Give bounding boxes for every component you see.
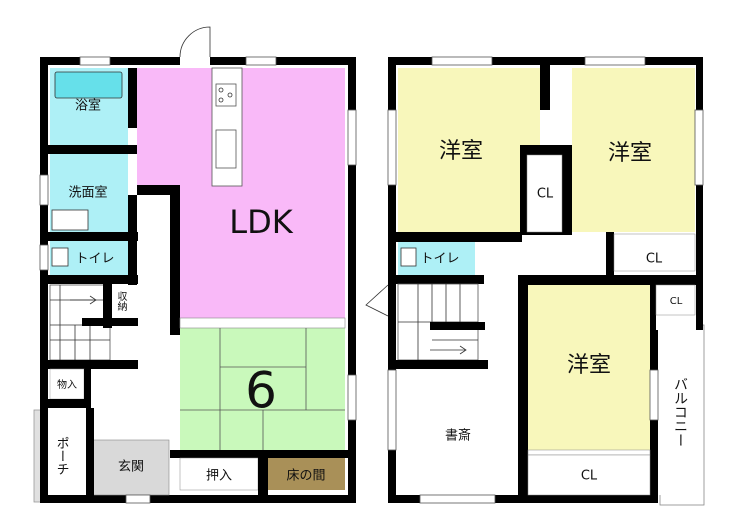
closet-a <box>526 154 563 233</box>
window <box>419 494 496 504</box>
study <box>398 370 518 495</box>
toilet-icon <box>400 247 417 267</box>
western-room-c <box>528 285 650 450</box>
ldk-room <box>137 68 345 318</box>
closet-label-c: CL <box>581 469 598 484</box>
window <box>584 56 646 66</box>
kitchen-counter <box>211 67 243 187</box>
tatami-room <box>179 317 346 450</box>
room-label-western-b: 洋室 <box>608 141 652 166</box>
room-label-balcony: バルコニー <box>672 377 688 447</box>
floor-1: 浴室 洗面室 トイレ 収納 LDK 6 物入 ポーチ 玄関 押入 床の間 <box>33 26 357 504</box>
arrow-icon <box>70 295 97 305</box>
room-label-bath: 浴室 <box>75 98 101 114</box>
room-label-entrance: 玄関 <box>118 460 144 475</box>
window <box>245 56 277 66</box>
sink-icon <box>51 209 89 231</box>
door-swing-icon <box>179 26 211 58</box>
arrow-icon <box>430 345 467 355</box>
closet-label-a: CL <box>537 187 554 202</box>
bathtub-icon <box>54 71 123 99</box>
sink-icon <box>215 129 237 169</box>
closet-d <box>655 284 696 316</box>
room-label-toilet: トイレ <box>75 252 114 267</box>
door[interactable] <box>180 57 210 65</box>
room-label-oshiire: 押入 <box>206 469 232 484</box>
stove-icon <box>215 83 237 107</box>
storage <box>112 285 130 318</box>
entrance <box>92 439 170 496</box>
door-swing-icon <box>365 284 389 317</box>
floor-2: 洋室 洋室 洋室 CL CL CL CL トイレ 書斎 バルコニー <box>365 56 705 506</box>
room-label-western-a: 洋室 <box>439 139 483 164</box>
closet-c <box>527 454 651 496</box>
room-label-storage: 収納 <box>115 291 127 312</box>
western-room-a <box>398 68 540 232</box>
window <box>387 369 397 451</box>
room-label-washroom: 洗面室 <box>68 185 107 201</box>
room-label-tatami: 6 <box>245 362 277 420</box>
room-label-closet: 物入 <box>57 378 77 391</box>
window <box>387 109 397 186</box>
tokonoma <box>268 458 345 490</box>
window <box>347 109 357 166</box>
room-label-toilet: トイレ <box>420 252 459 267</box>
room-label-western-c: 洋室 <box>567 353 611 378</box>
window <box>649 369 659 421</box>
room-label-study: 書斎 <box>445 428 471 444</box>
closet-b <box>613 233 696 272</box>
closet-label-b: CL <box>646 252 663 267</box>
window <box>39 244 49 271</box>
room-label-tokonoma: 床の間 <box>286 469 325 484</box>
oshiire <box>179 457 259 491</box>
window <box>431 56 493 66</box>
window <box>125 494 151 504</box>
window <box>347 374 357 421</box>
room-label-porch: ポーチ <box>54 437 69 476</box>
western-room-b <box>572 68 695 232</box>
window <box>39 174 49 206</box>
toilet-icon <box>51 247 69 267</box>
closet-label-d: CL <box>670 296 683 307</box>
window <box>79 56 111 66</box>
window <box>694 109 704 186</box>
room-label-ldk: LDK <box>229 203 293 241</box>
